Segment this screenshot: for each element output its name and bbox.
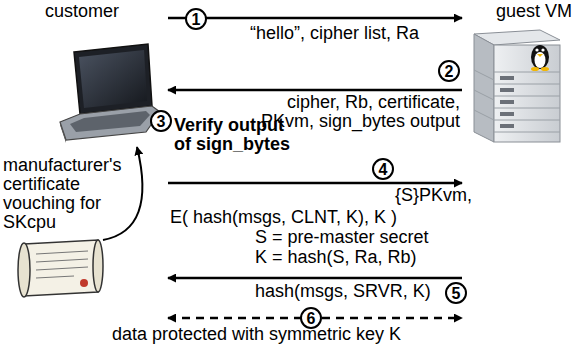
- message-text: K = hash(S, Ra, Rb): [255, 248, 417, 267]
- callout-number: 3: [150, 110, 172, 132]
- edge-label: data protected with symmetric key K: [112, 325, 401, 344]
- message-arrow: [168, 17, 462, 20]
- message-text: E( hash(msgs, CLNT, K), K ): [170, 208, 397, 227]
- callout-number: 2: [438, 60, 460, 82]
- callout-number: 4: [372, 158, 394, 180]
- message-arrow: [168, 182, 462, 185]
- server-icon: [474, 30, 560, 142]
- guest-vm-node: guest VM: [462, 0, 578, 145]
- customer-node: customer: [42, 0, 168, 145]
- edge-label: cipher, Rb, certificate, PKvm, sign_byte…: [255, 93, 460, 131]
- message-arrow: [168, 277, 462, 280]
- node-text: customer: [45, 2, 168, 21]
- node-text: manufacturer's certificate vouching for …: [3, 156, 125, 232]
- certificate-node: manufacturer's certificate vouching for …: [0, 156, 125, 236]
- node-text: guest VM: [462, 2, 572, 21]
- laptop-icon: [60, 44, 160, 143]
- message-arrow: [168, 89, 462, 92]
- message-text: S = pre-master secret: [255, 228, 429, 247]
- callout-number: 5: [445, 282, 467, 304]
- edge-label: {S}PKvm,: [395, 186, 472, 205]
- edge-label: “hello”, cipher list, Ra: [250, 24, 419, 43]
- callout-number: 1: [185, 8, 207, 30]
- edge-label: hash(msgs, SRVR, K): [255, 282, 431, 301]
- certificate-scroll: [18, 240, 103, 297]
